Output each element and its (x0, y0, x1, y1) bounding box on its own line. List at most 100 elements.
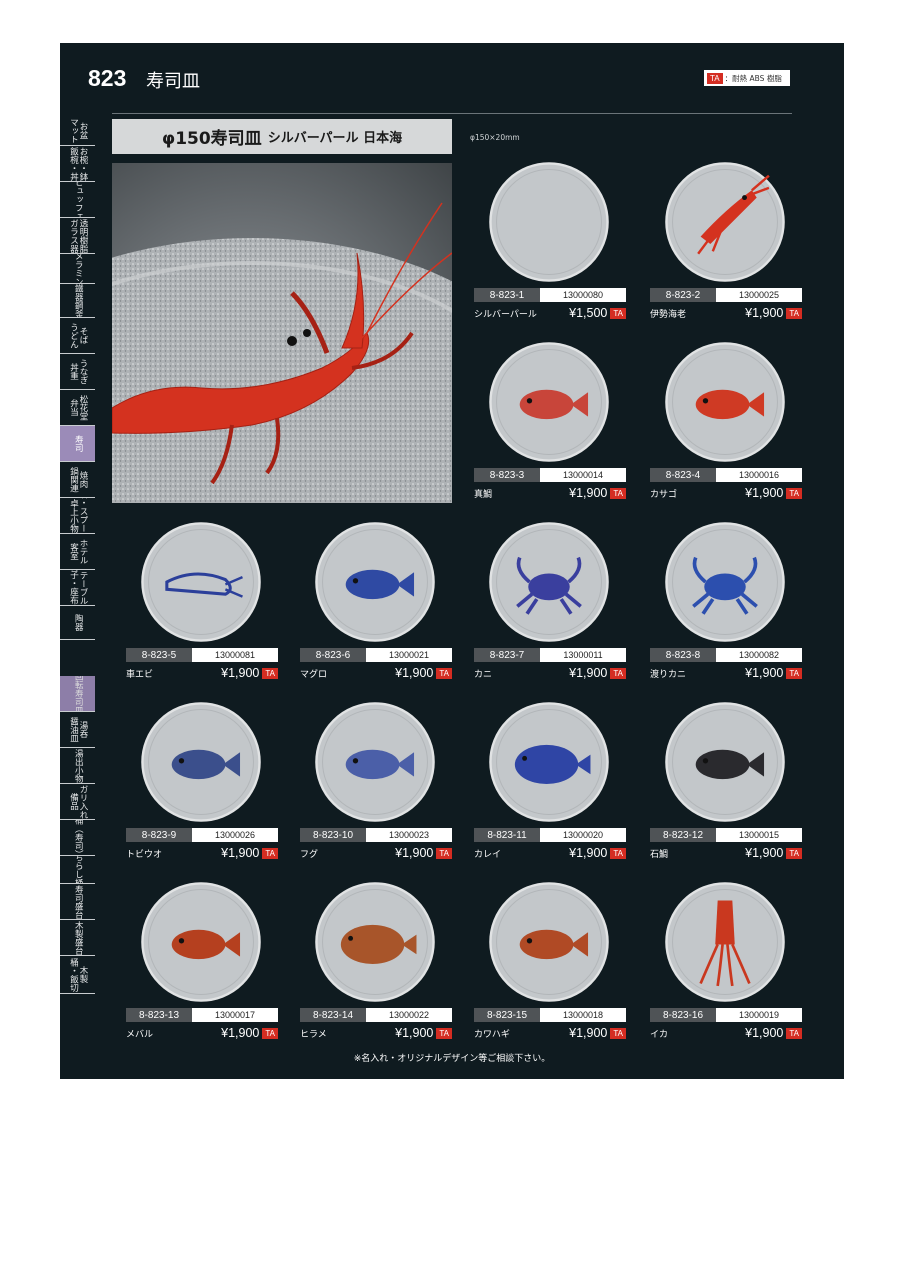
ta-badge: TA (610, 307, 626, 319)
product-jan: 13000016 (716, 468, 802, 482)
sidebar-tab-label: 桶（寿司） (73, 820, 84, 856)
sidebar-tab-9[interactable]: 寿司 (60, 426, 95, 462)
product-name: トビウオ (126, 849, 163, 860)
product-jan: 13000080 (540, 288, 626, 302)
product-jan: 13000023 (366, 828, 452, 842)
sidebar-tab-4[interactable]: メラミン (60, 254, 95, 284)
product-code: 8-823-1 (474, 288, 540, 302)
product-code: 8-823-16 (650, 1008, 716, 1022)
ta-badge: TA (610, 1027, 626, 1039)
sidebar-tab-5[interactable]: 鐵器鋼釜 (60, 284, 95, 318)
sidebar-tab-23[interactable]: 木製 桶・飯切 (60, 956, 95, 994)
product-name: 真鯛 (474, 489, 493, 500)
product-jan: 13000015 (716, 828, 802, 842)
product-code: 8-823-14 (300, 1008, 366, 1022)
sidebar-tab-20[interactable]: ちらし桶 (60, 856, 95, 884)
sidebar-tab-1[interactable]: お椀・鉢 飯椀・丼 (60, 146, 95, 182)
sidebar-tab-19[interactable]: 桶（寿司） (60, 820, 95, 856)
product-name: 車エビ (126, 669, 154, 680)
product-banner: φ150寿司皿 シルバーパール 日本海 (112, 119, 452, 154)
product-name: カサゴ (650, 489, 678, 500)
sidebar-tab-18[interactable]: ガリ入れ 備品 (60, 784, 95, 820)
sidebar-tab-10[interactable]: 焼肉 鍋関連 (60, 462, 95, 498)
sidebar-tab-label: そば うどん (68, 322, 89, 349)
sidebar-tab-14[interactable]: 陶器 (60, 606, 95, 640)
sidebar-tab-22[interactable]: 木製盛台 (60, 920, 95, 956)
product-code: 8-823-3 (474, 468, 540, 482)
fish-plate-icon (140, 701, 262, 823)
sidebar-tab-17[interactable]: 湯出小物 (60, 748, 95, 784)
product-code: 8-823-13 (126, 1008, 192, 1022)
sidebar-tab-8[interactable]: 松花堂 弁当 (60, 390, 95, 426)
product-jan: 13000018 (540, 1008, 626, 1022)
sidebar-tab-21[interactable]: 寿司盛台 (60, 884, 95, 920)
product-jan: 13000019 (716, 1008, 802, 1022)
sidebar-tab-16[interactable]: 湯呑 醤油皿 (60, 712, 95, 748)
product-code: 8-823-8 (650, 648, 716, 662)
sidebar-tab-label: 木製 桶・飯切 (68, 957, 89, 992)
fish-plate-icon (488, 341, 610, 463)
footnote: ※名入れ・オリジナルデザイン等ご相談下さい。 (353, 1054, 551, 1064)
product-jan: 13000014 (540, 468, 626, 482)
product-code: 8-823-10 (300, 828, 366, 842)
sidebar-tab-label: 寿司 (73, 435, 84, 452)
sidebar-tab-15[interactable]: 回転寿司皿 (60, 676, 95, 712)
ta-badge: TA (436, 1027, 452, 1039)
sidebar-tab-label: 陶器 (73, 614, 84, 631)
product-price: ¥1,900 (745, 1026, 784, 1040)
sidebar-tab-3[interactable]: 透明樹脂 ガラス器 (60, 218, 95, 254)
sidebar-tab-label: 寿司盛台 (73, 884, 84, 919)
product-price: ¥1,900 (745, 486, 784, 500)
sidebar-tab-11[interactable]: 箸・スプーン 卓上小物 (60, 498, 95, 534)
product-code: 8-823-15 (474, 1008, 540, 1022)
sidebar-tab-13[interactable]: テーブル 椅子・座布団 (60, 570, 95, 606)
sidebar-tab-7[interactable]: うなぎ 丼重 (60, 354, 95, 390)
ta-badge: TA (786, 487, 802, 499)
product-code: 8-823-2 (650, 288, 716, 302)
product-name: カニ (474, 669, 493, 680)
page-title: 寿司皿 (146, 71, 200, 92)
sidebar-tab-6[interactable]: そば うどん (60, 318, 95, 354)
sidebar-tab-2[interactable]: ビュッフェ (60, 182, 95, 218)
sidebar-tab-0[interactable]: お盆 マット (60, 116, 95, 146)
ta-badge: TA (262, 1027, 278, 1039)
ta-badge: TA (610, 667, 626, 679)
product-name: イカ (650, 1029, 669, 1040)
ta-badge: TA (262, 667, 278, 679)
fish-plate-icon (488, 881, 610, 1003)
ta-badge: TA (786, 667, 802, 679)
sidebar-tab-12[interactable]: ホテル 客室 (60, 534, 95, 570)
flatfish-plate-icon (314, 881, 436, 1003)
lobster-plate-photo (112, 163, 452, 503)
squid-plate-icon (664, 881, 786, 1003)
